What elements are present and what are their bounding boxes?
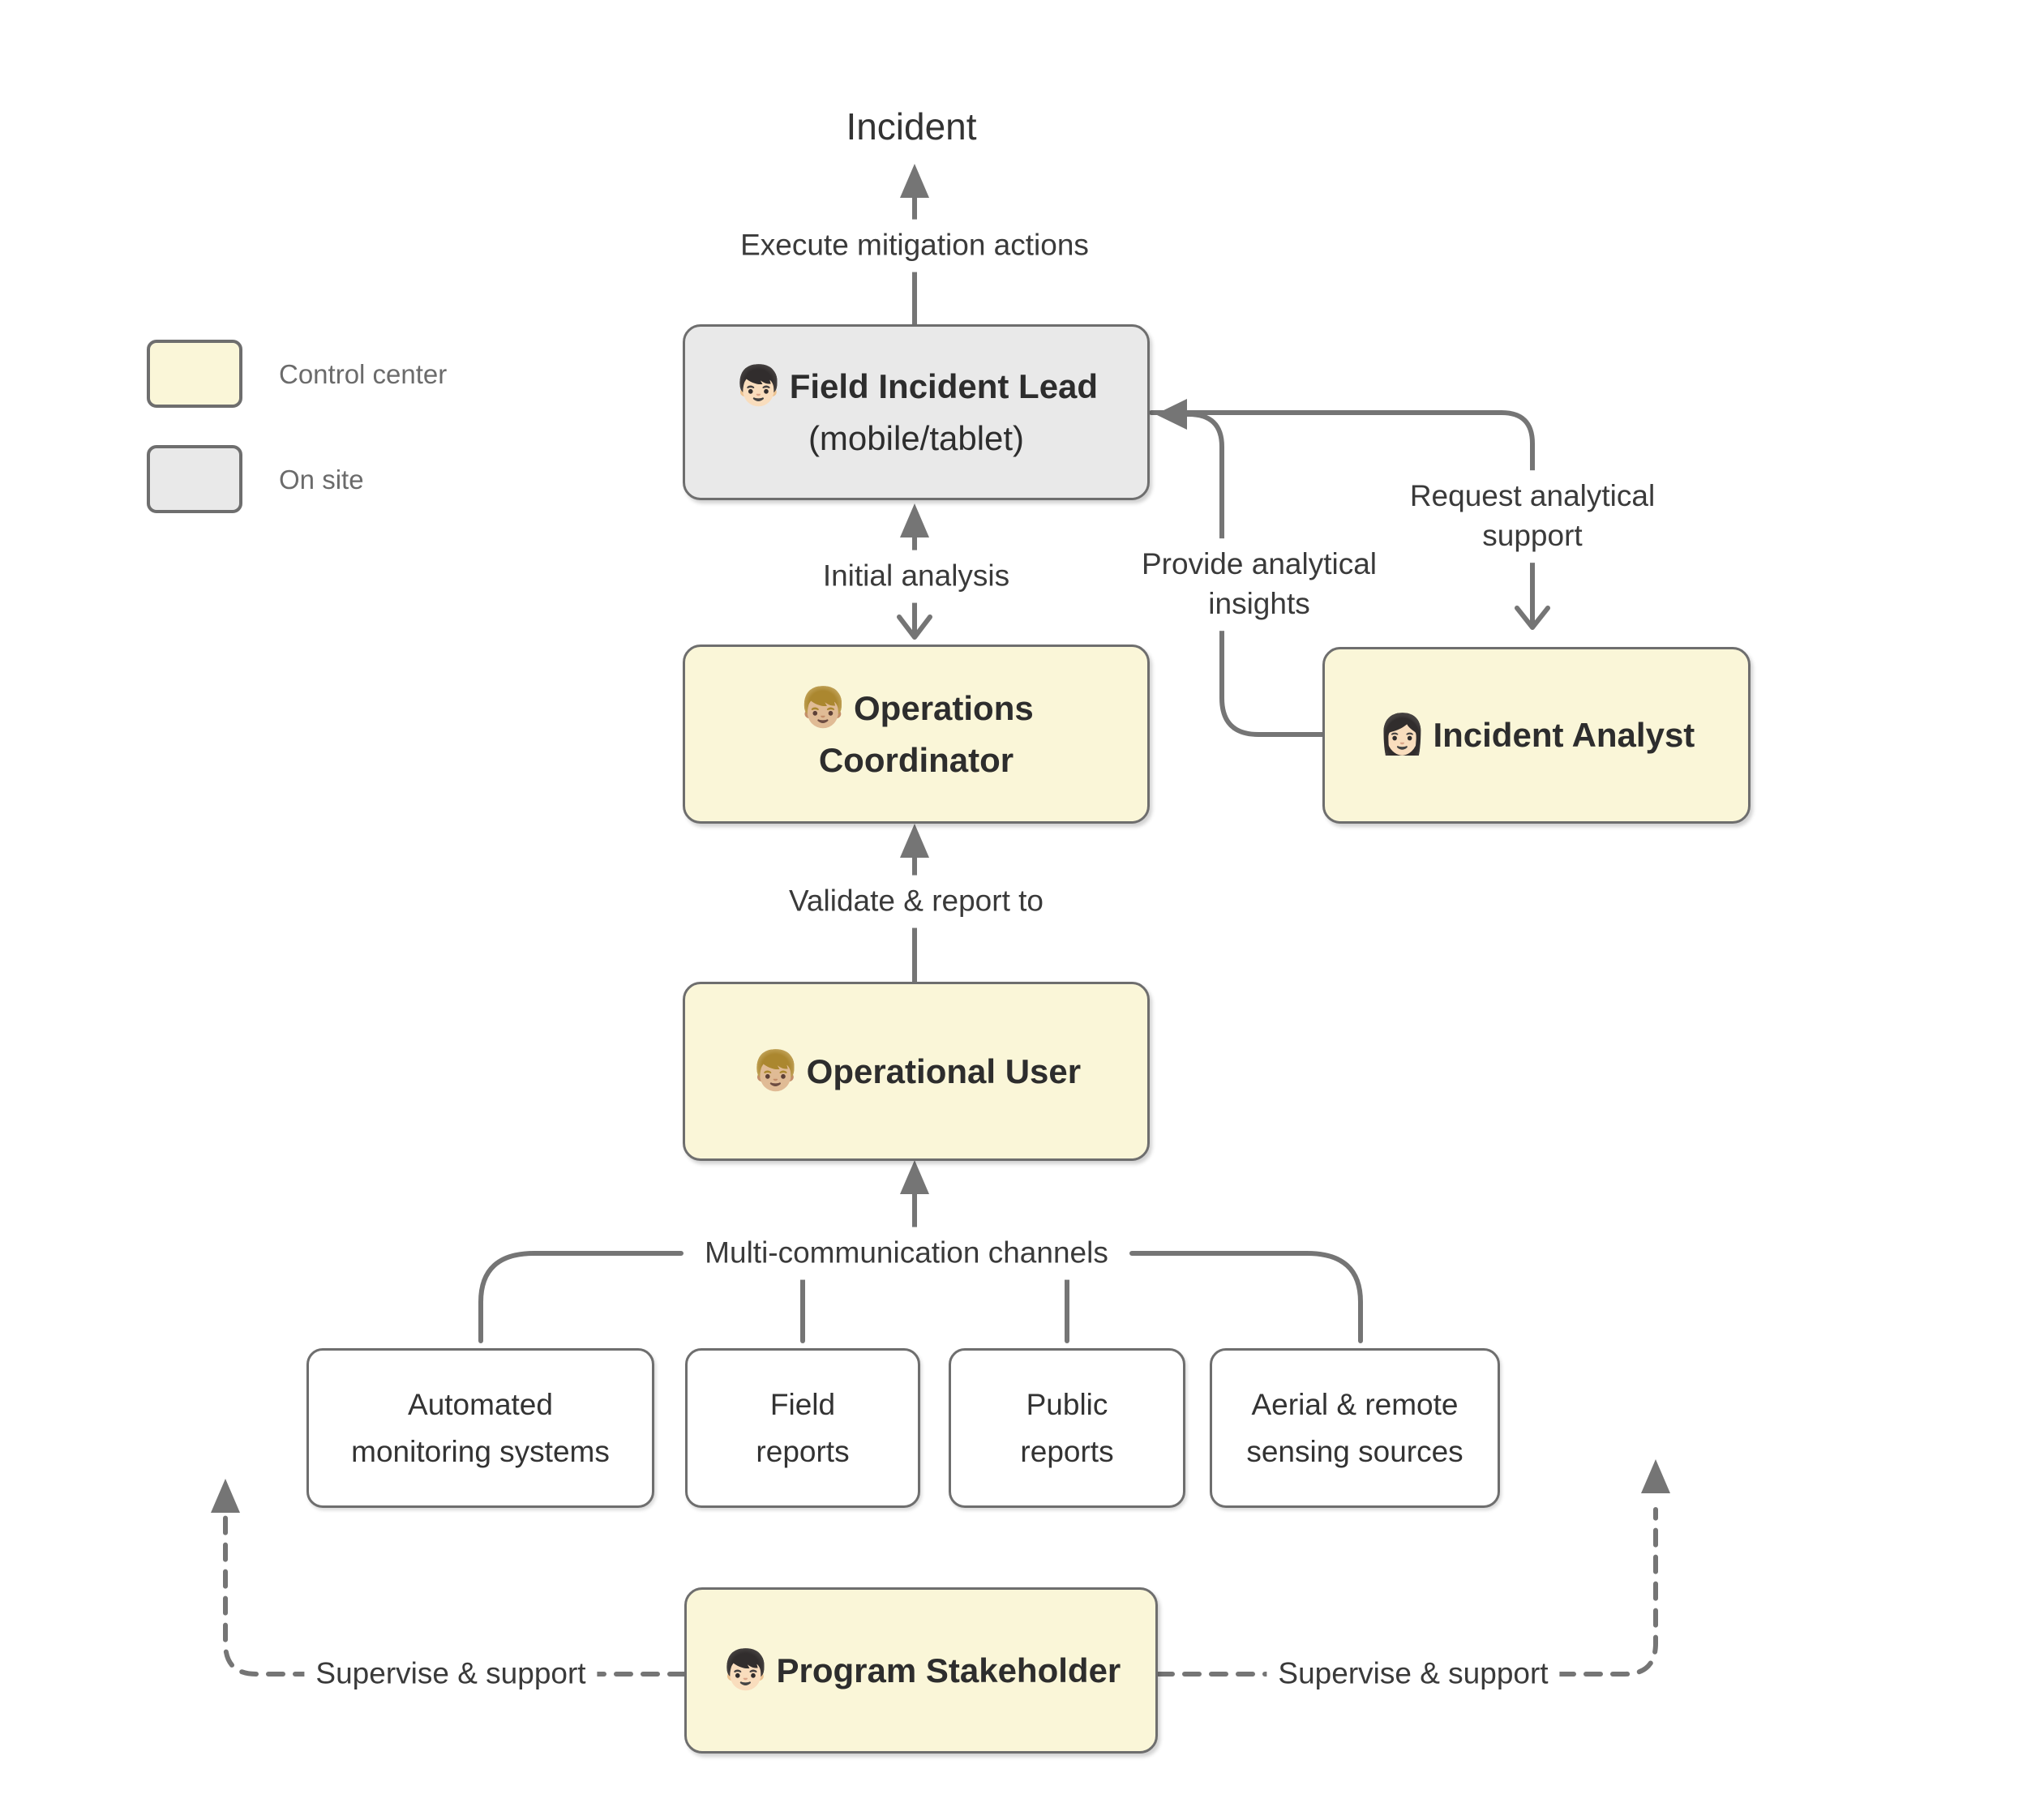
edge-request-arrowhead-down — [1515, 606, 1550, 630]
field-incident-lead-title: Field Incident Lead — [789, 366, 1099, 405]
node-operational-user[interactable]: 👦🏼 Operational User — [683, 982, 1150, 1161]
edge-initial-arrowhead-up — [900, 503, 929, 537]
operations-coordinator-title-line2: Coordinator — [818, 740, 1014, 779]
program-stakeholder-person-icon: 👦🏻 — [721, 1648, 770, 1692]
edge-label-multi-communication: Multi-communication channels — [693, 1227, 1120, 1280]
edge-label-validate-report: Validate & report to — [778, 875, 1055, 928]
field-incident-lead-subtitle: (mobile/tablet) — [808, 418, 1025, 457]
edge-label-request-support: Request analytical support — [1398, 470, 1667, 563]
operations-coordinator-person-icon: 👦🏼 — [799, 686, 848, 730]
incident-title: Incident — [846, 105, 977, 148]
field-reports-line2: reports — [756, 1434, 850, 1468]
edge-label-execute-mitigation: Execute mitigation actions — [729, 219, 1100, 272]
node-public-reports[interactable]: Public reports — [949, 1348, 1185, 1508]
bracket-left — [478, 1251, 684, 1343]
field-incident-lead-person-icon: 👦🏻 — [734, 364, 783, 408]
incident-analyst-person-icon: 👩🏻 — [1378, 713, 1427, 756]
incident-analyst-title: Incident Analyst — [1433, 716, 1695, 754]
operations-coordinator-title-line1: Operations — [854, 688, 1034, 727]
legend-control-center-swatch — [147, 340, 242, 408]
edge-label-request-line2: support — [1482, 519, 1583, 552]
edge-supervise-right-arrowhead-up — [1641, 1459, 1670, 1493]
edge-execute-arrowhead-up — [900, 164, 929, 198]
edge-supervise-left-path — [223, 1512, 687, 1677]
automated-monitoring-line1: Automated — [408, 1388, 553, 1422]
legend-on-site-swatch — [147, 445, 242, 513]
edge-initial-arrowhead-down — [897, 615, 932, 640]
edge-label-supervise-left: Supervise & support — [304, 1647, 598, 1701]
node-incident-analyst[interactable]: 👩🏻 Incident Analyst — [1322, 647, 1751, 824]
legend-control-center-label: Control center — [279, 359, 448, 389]
legend-on-site-label: On site — [279, 465, 364, 495]
aerial-remote-line2: sensing sources — [1246, 1434, 1463, 1468]
edge-label-initial-analysis: Initial analysis — [811, 550, 1022, 603]
edge-label-provide-line2: insights — [1208, 587, 1310, 620]
node-field-incident-lead[interactable]: 👦🏻 Field Incident Lead (mobile/tablet) — [683, 324, 1150, 500]
edge-supervise-right-path — [1155, 1507, 1658, 1677]
aerial-remote-line1: Aerial & remote — [1251, 1388, 1459, 1422]
node-aerial-remote-sensing[interactable]: Aerial & remote sensing sources — [1210, 1348, 1500, 1508]
operational-user-title: Operational User — [806, 1051, 1082, 1090]
edge-channels-arrowhead-up — [900, 1160, 929, 1194]
bracket-right — [1129, 1251, 1363, 1343]
edge-provide-arrowhead-left — [1155, 399, 1187, 430]
operational-user-person-icon: 👦🏼 — [751, 1049, 800, 1093]
edge-label-supervise-right: Supervise & support — [1266, 1647, 1560, 1701]
edge-validate-arrowhead-up — [900, 824, 929, 858]
automated-monitoring-line2: monitoring systems — [351, 1434, 610, 1468]
edge-label-provide-insights: Provide analytical insights — [1130, 538, 1388, 631]
program-stakeholder-title: Program Stakeholder — [776, 1651, 1121, 1689]
edge-supervise-left-arrowhead-up — [211, 1479, 240, 1513]
node-operations-coordinator[interactable]: 👦🏼 Operations Coordinator — [683, 644, 1150, 824]
node-field-reports[interactable]: Field reports — [685, 1348, 920, 1508]
edge-label-request-line1: Request analytical — [1409, 479, 1656, 513]
edge-label-provide-line1: Provide analytical — [1142, 547, 1377, 581]
node-program-stakeholder[interactable]: 👦🏻 Program Stakeholder — [684, 1587, 1158, 1754]
field-reports-line1: Field — [769, 1388, 836, 1422]
public-reports-line1: Public — [1026, 1388, 1108, 1422]
public-reports-line2: reports — [1020, 1434, 1114, 1468]
edge-provide-path — [1180, 412, 1325, 737]
node-automated-monitoring-systems[interactable]: Automated monitoring systems — [306, 1348, 654, 1508]
edge-request-path — [1149, 410, 1535, 627]
